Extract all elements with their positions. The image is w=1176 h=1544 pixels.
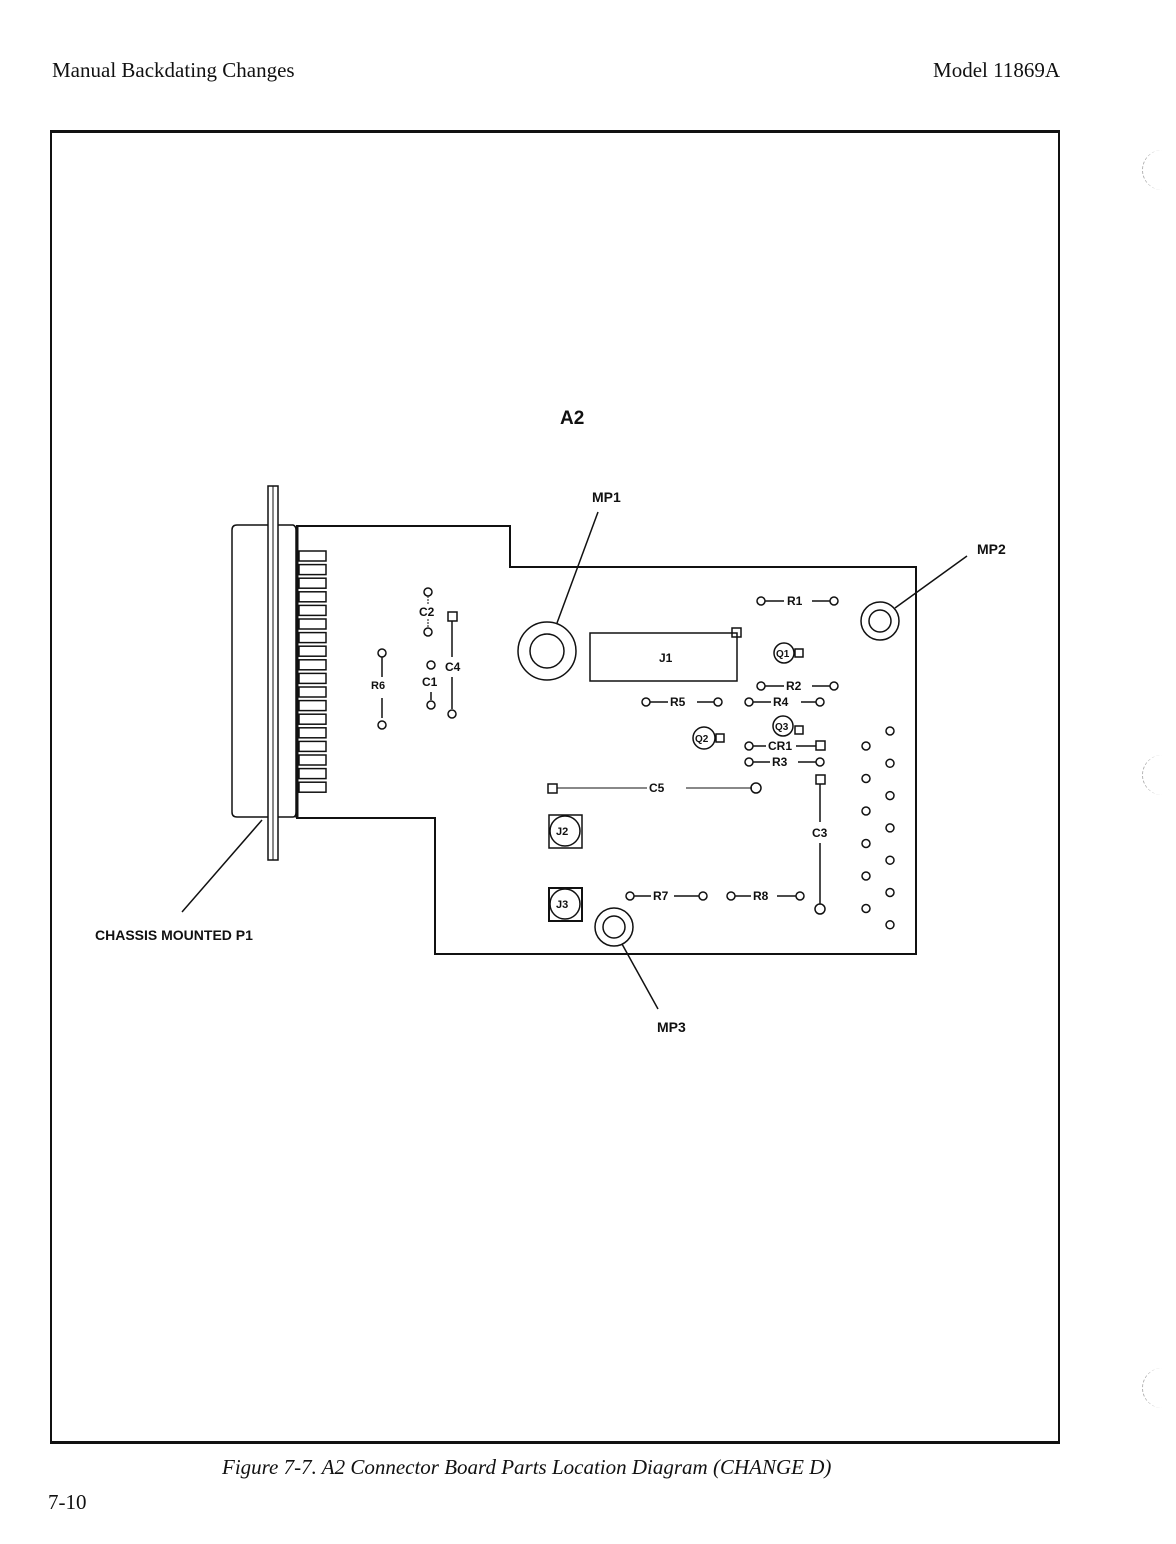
mp1-label: MP1 — [592, 489, 621, 505]
capacitor-c2: C2 — [419, 588, 435, 636]
capacitor-c5: C5 — [548, 781, 761, 795]
cr1-label: CR1 — [768, 739, 792, 753]
mounting-hole-mp1 — [518, 622, 576, 680]
q1-label: Q1 — [776, 649, 790, 660]
r7-label: R7 — [653, 889, 669, 903]
r8-label: R8 — [753, 889, 769, 903]
edge-finger — [299, 728, 326, 738]
edge-finger — [299, 687, 326, 697]
capacitor-c4: C4 — [445, 612, 461, 718]
resistor-r6: R6 — [371, 649, 386, 729]
pin-pad — [886, 856, 894, 864]
resistor-r8: R8 — [727, 889, 804, 903]
edge-finger — [299, 633, 326, 643]
edge-finger — [299, 646, 326, 656]
edge-finger — [299, 605, 326, 615]
pin-pad — [886, 824, 894, 832]
pin-pad — [886, 759, 894, 767]
edge-finger — [299, 565, 326, 575]
pin-pad — [862, 872, 870, 880]
r6-label: R6 — [371, 680, 385, 692]
j1-label: J1 — [659, 651, 673, 665]
j3-label: J3 — [556, 899, 568, 911]
r5-label: R5 — [670, 695, 686, 709]
edge-finger — [299, 551, 326, 561]
resistor-r5: R5 — [642, 695, 722, 709]
connector-j3: J3 — [549, 888, 582, 921]
edge-finger — [299, 578, 326, 588]
edge-finger — [299, 741, 326, 751]
resistor-r2: R2 — [757, 679, 838, 693]
edge-finger — [299, 714, 326, 724]
edge-finger — [299, 673, 326, 683]
capacitor-c1: C1 — [422, 661, 438, 709]
board-outline — [297, 526, 916, 954]
c5-label: C5 — [649, 781, 665, 795]
resistor-r4: R4 — [745, 695, 824, 709]
p1-label: CHASSIS MOUNTED P1 — [95, 927, 253, 943]
edge-finger — [299, 619, 326, 629]
capacitor-c3: C3 — [812, 775, 828, 914]
pin-pad — [886, 792, 894, 800]
connector-j2: J2 — [549, 815, 582, 848]
edge-connector-fingers — [299, 551, 326, 792]
edge-finger — [299, 755, 326, 765]
edge-finger — [299, 769, 326, 779]
c4-label: C4 — [445, 660, 461, 674]
r1-label: R1 — [787, 594, 803, 608]
r3-label: R3 — [772, 755, 788, 769]
pin-pad — [862, 807, 870, 815]
p1-leader-line — [182, 820, 262, 912]
edge-finger — [299, 701, 326, 711]
resistor-r3: R3 — [745, 755, 824, 769]
pin-header-pads — [862, 727, 894, 929]
pin-pad — [862, 905, 870, 913]
resistor-r1: R1 — [757, 594, 838, 608]
mp2-label: MP2 — [977, 541, 1006, 557]
pin-pad — [862, 775, 870, 783]
c1-label: C1 — [422, 675, 438, 689]
pin-pad — [862, 840, 870, 848]
page-number: 7-10 — [48, 1490, 87, 1515]
pin-pad — [886, 921, 894, 929]
chassis-connector-p1 — [232, 486, 326, 860]
mounting-hole-mp3 — [595, 908, 633, 946]
q3-label: Q3 — [775, 722, 789, 733]
mp2-leader-line — [895, 556, 967, 608]
mounting-hole-mp2 — [861, 602, 899, 640]
diode-cr1: CR1 — [745, 739, 825, 753]
pin-pad — [886, 889, 894, 897]
edge-finger — [299, 782, 326, 792]
transistor-q1: Q1 — [774, 643, 803, 663]
edge-finger — [299, 592, 326, 602]
edge-finger — [299, 660, 326, 670]
q2-label: Q2 — [695, 734, 709, 745]
resistor-r7: R7 — [626, 889, 707, 903]
pin-pad — [862, 742, 870, 750]
r2-label: R2 — [786, 679, 802, 693]
transistor-q3: Q3 — [773, 716, 803, 736]
c2-label: C2 — [419, 605, 435, 619]
r4-label: R4 — [773, 695, 789, 709]
c3-label: C3 — [812, 826, 828, 840]
figure-caption: Figure 7-7. A2 Connector Board Parts Loc… — [222, 1455, 831, 1480]
connector-j1: J1 — [590, 628, 741, 681]
pin-pad — [886, 727, 894, 735]
j2-label: J2 — [556, 826, 568, 838]
mp3-label: MP3 — [657, 1019, 686, 1035]
board-title: A2 — [560, 408, 584, 429]
transistor-q2: Q2 — [693, 727, 724, 749]
